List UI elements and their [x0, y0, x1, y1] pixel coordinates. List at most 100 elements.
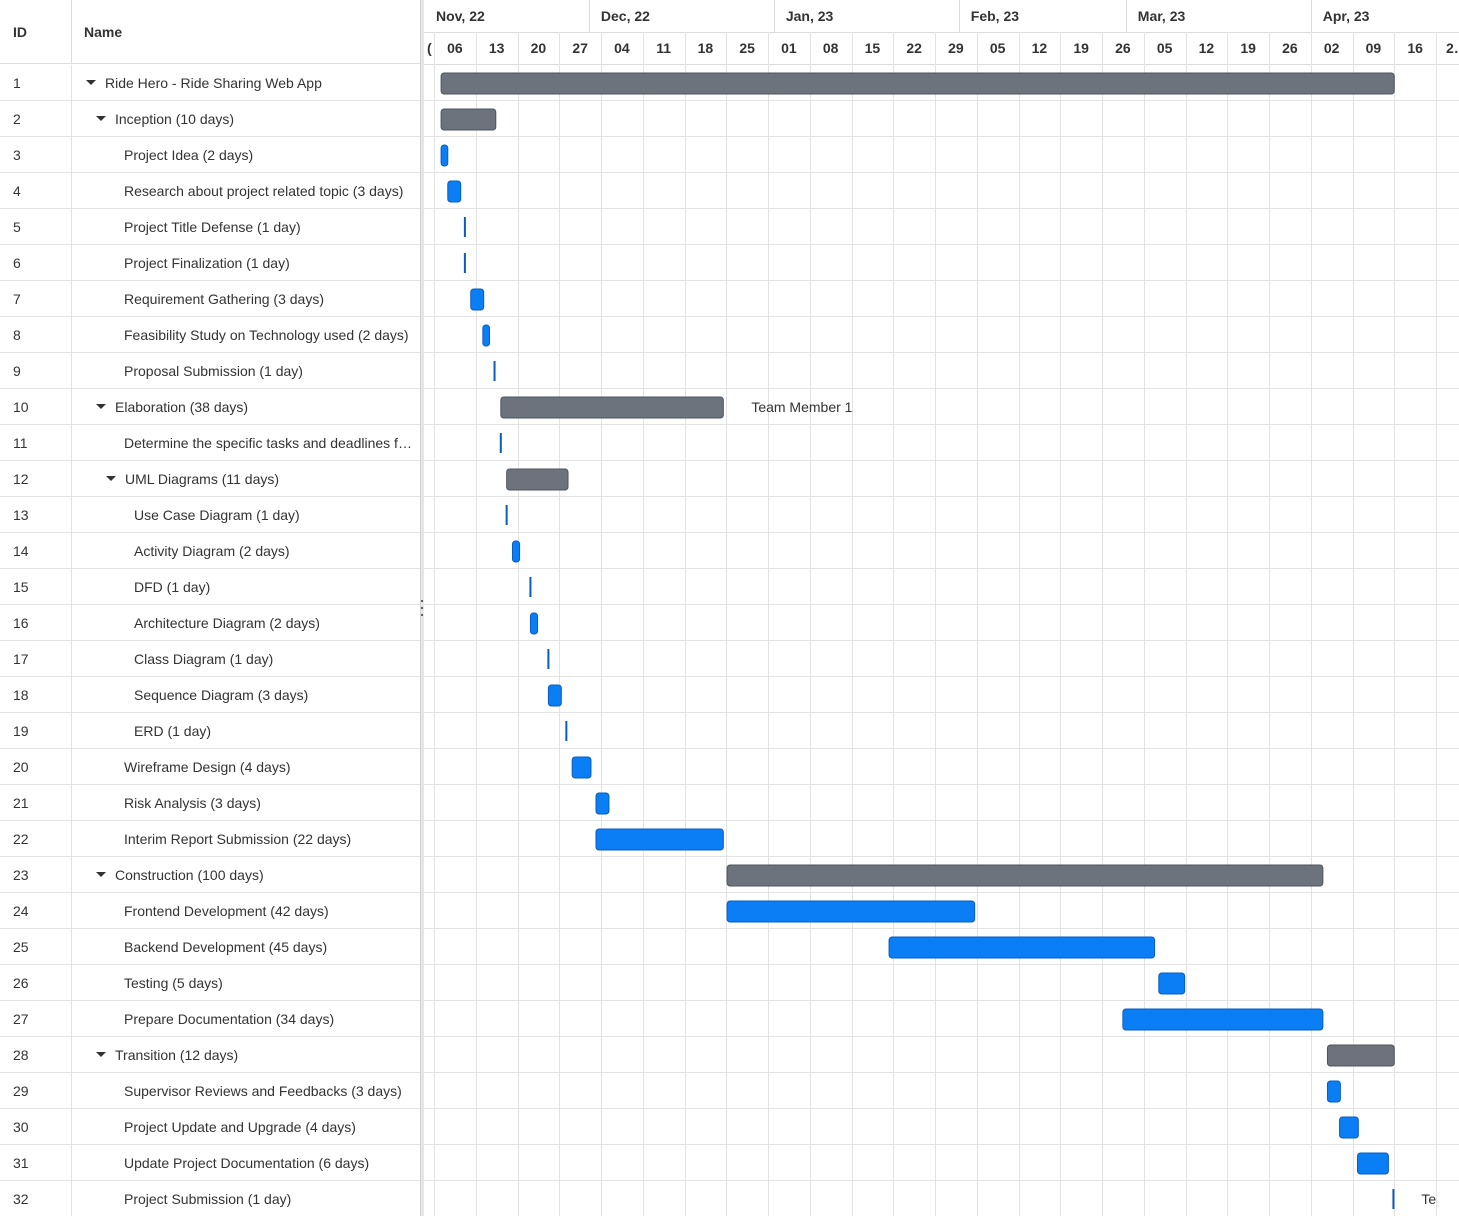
task-name: Architecture Diagram (2 days): [134, 614, 320, 631]
task-bar-milestone[interactable]: [547, 649, 550, 669]
task-bar[interactable]: [529, 612, 539, 635]
caret-down-icon[interactable]: [96, 404, 106, 409]
task-id-cell: 1: [0, 65, 72, 100]
summary-bar[interactable]: [506, 468, 569, 491]
task-bar[interactable]: [470, 288, 485, 311]
task-name: Research about project related topic (3 …: [124, 182, 404, 199]
task-bar[interactable]: [1158, 972, 1186, 995]
summary-bar[interactable]: [440, 72, 1395, 95]
task-bar[interactable]: [595, 828, 724, 851]
task-name: Prepare Documentation (34 days): [124, 1010, 335, 1027]
task-bar-milestone[interactable]: [505, 505, 508, 525]
task-bar[interactable]: [547, 684, 562, 707]
task-bar[interactable]: [888, 936, 1156, 959]
task-bar-milestone[interactable]: [493, 361, 496, 381]
task-name-cell: Proposal Submission (1 day): [72, 353, 420, 388]
task-bar-milestone[interactable]: [1392, 1189, 1395, 1209]
task-name: Project Idea (2 days): [124, 146, 254, 163]
task-bar[interactable]: [726, 900, 976, 923]
task-name-cell: Research about project related topic (3 …: [72, 173, 420, 208]
task-bar-milestone[interactable]: [463, 217, 466, 237]
column-header-name[interactable]: Name: [84, 24, 123, 40]
summary-bar[interactable]: [1326, 1044, 1395, 1067]
task-id-cell: 30: [0, 1109, 72, 1144]
task-name: Class Diagram (1 day): [134, 650, 274, 667]
week-label: 06: [447, 40, 463, 56]
task-bar[interactable]: [440, 144, 449, 167]
caret-down-icon[interactable]: [96, 116, 106, 121]
task-bar[interactable]: [482, 324, 491, 347]
task-name-cell: Feasibility Study on Technology used (2 …: [72, 317, 420, 352]
task-name-cell: Update Project Documentation (6 days): [72, 1145, 420, 1180]
task-bar[interactable]: [1357, 1152, 1389, 1175]
task-bar-milestone[interactable]: [565, 721, 568, 741]
task-bar[interactable]: [1339, 1116, 1359, 1139]
task-name-cell: Prepare Documentation (34 days): [72, 1001, 420, 1036]
caret-down-icon[interactable]: [96, 1052, 106, 1057]
task-id-cell: 19: [0, 713, 72, 748]
task-bar[interactable]: [1122, 1008, 1324, 1031]
week-label: 13: [489, 40, 505, 56]
caret-down-icon[interactable]: [96, 872, 106, 877]
week-label-partial: (: [427, 40, 432, 56]
task-bar[interactable]: [511, 540, 521, 563]
task-name: UML Diagrams (11 days): [125, 470, 280, 487]
task-name: Requirement Gathering (3 days): [124, 290, 324, 307]
task-bar[interactable]: [571, 756, 592, 779]
task-bar-milestone[interactable]: [529, 577, 532, 597]
month-label: Mar, 23: [1138, 8, 1186, 24]
task-id-cell: 20: [0, 749, 72, 784]
caret-down-icon[interactable]: [106, 476, 116, 481]
caret-down-icon[interactable]: [86, 80, 96, 85]
summary-bar[interactable]: [726, 864, 1324, 887]
task-name-cell: Sequence Diagram (3 days): [72, 677, 420, 712]
task-name-cell: Transition (12 days): [72, 1037, 420, 1072]
column-header-id[interactable]: ID: [0, 0, 72, 64]
task-id-cell: 31: [0, 1145, 72, 1180]
task-bar[interactable]: [595, 792, 610, 815]
week-label: 04: [614, 40, 630, 56]
resource-label: Team Member 1: [751, 399, 852, 415]
summary-bar[interactable]: [440, 108, 497, 131]
task-bar-milestone[interactable]: [463, 253, 466, 273]
task-bar-milestone[interactable]: [499, 433, 502, 453]
summary-bar[interactable]: [500, 396, 724, 419]
task-bar[interactable]: [447, 180, 462, 203]
task-bar[interactable]: [1326, 1080, 1341, 1103]
splitter-handle-icon[interactable]: [420, 600, 424, 616]
task-name: Inception (10 days): [115, 110, 235, 127]
